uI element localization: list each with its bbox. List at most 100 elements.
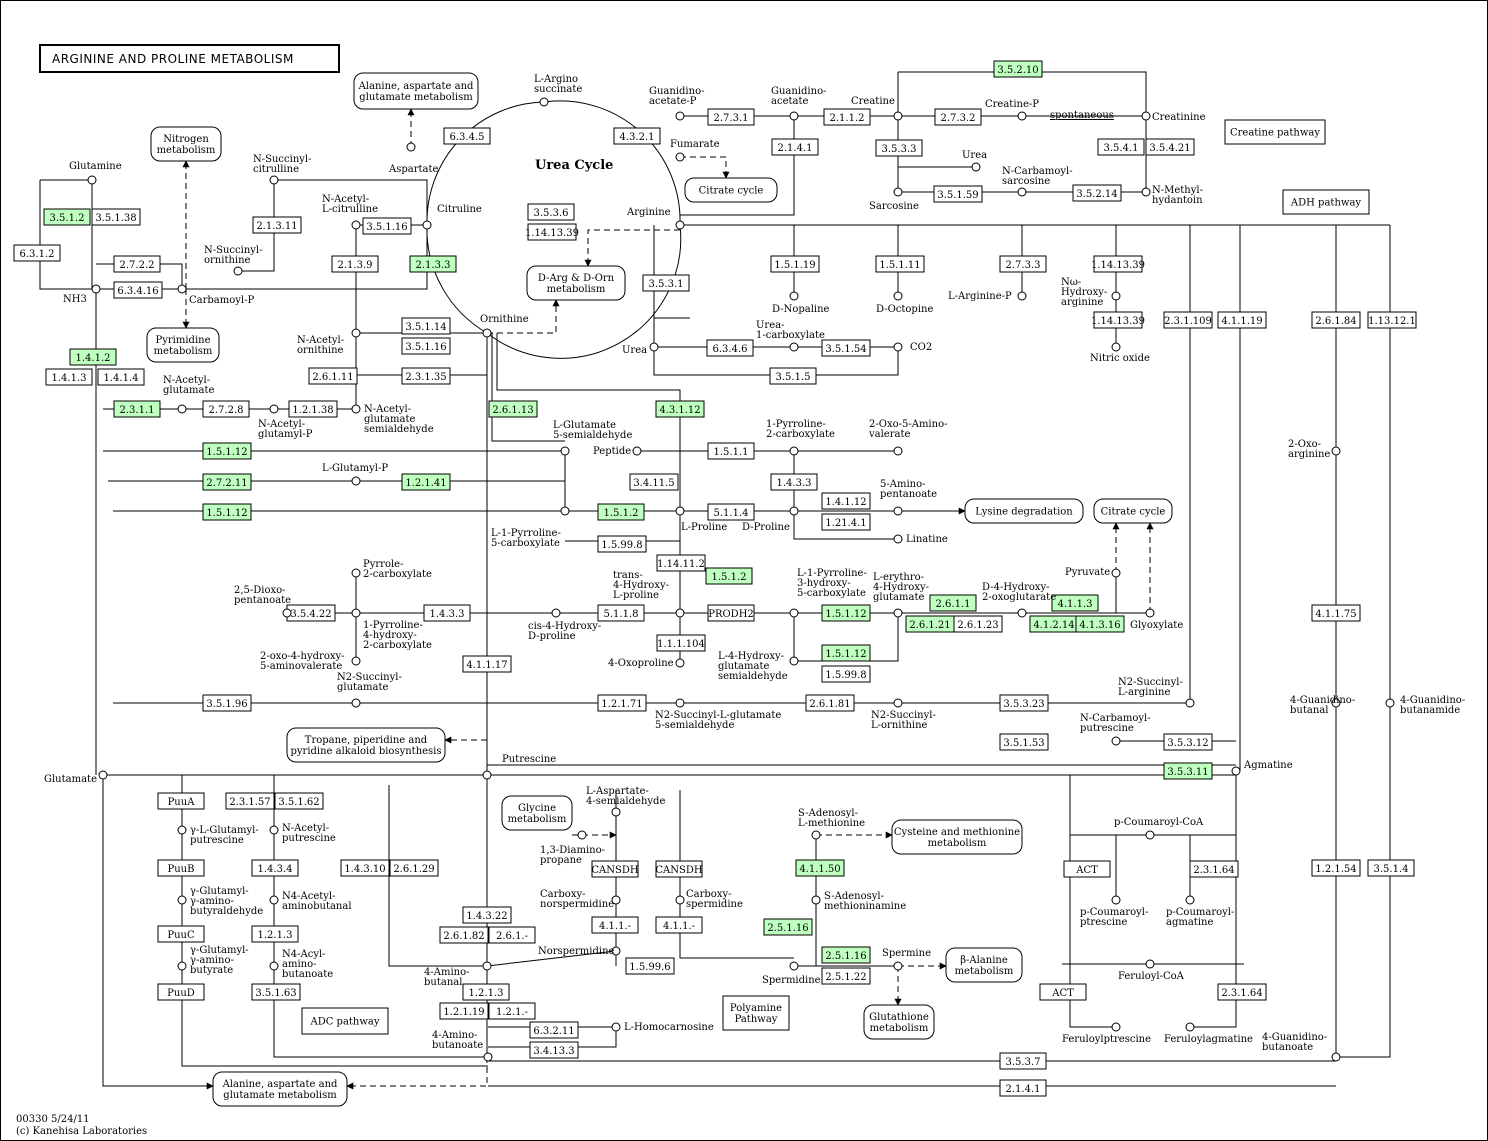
enzyme-box[interactable]: 4.1.2.14	[1029, 615, 1079, 633]
enzyme-box[interactable]: 4.1.3.16	[1075, 615, 1125, 633]
enzyme-box[interactable]: 2.7.3.3	[999, 255, 1047, 273]
compound[interactable]: N-Acetyl-ornithine	[297, 328, 361, 356]
compound-dot[interactable]	[1017, 608, 1027, 618]
enzyme-box[interactable]: 2.1.3.3	[409, 255, 457, 273]
compound[interactable]: Pyrrole-2-carboxylate	[351, 559, 432, 580]
compound-dot[interactable]	[611, 895, 621, 905]
enzyme-box[interactable]: 1.14.11.2	[656, 554, 706, 572]
compound-dot[interactable]	[675, 506, 685, 516]
compound[interactable]: L-Proline	[675, 506, 727, 533]
enzyme-box[interactable]: 2.1.4.1	[999, 1079, 1047, 1097]
compound[interactable]: Nω-Hydroxy-arginine	[1061, 277, 1121, 308]
compound[interactable]: D-4-Hydroxy-2-oxoglutarate	[982, 582, 1056, 618]
enzyme-box[interactable]: 1.5.1.11	[875, 255, 925, 273]
enzyme-box[interactable]: ACT	[1063, 860, 1111, 878]
enzyme-box[interactable]: 1.4.1.3	[45, 368, 93, 386]
enzyme-box[interactable]: 1.5.1.12	[202, 442, 252, 460]
compound[interactable]: Linatine	[893, 534, 948, 545]
enzyme-box[interactable]: 2.7.3.2	[934, 108, 982, 126]
compound-dot[interactable]	[893, 111, 903, 121]
compound-dot[interactable]	[675, 698, 685, 708]
map-link[interactable]: Citrate cycle	[684, 177, 778, 203]
enzyme-box[interactable]: 3.5.1.63	[251, 983, 301, 1001]
enzyme-box[interactable]: CANSDH	[655, 860, 703, 878]
enzyme-box[interactable]: 3.5.4.22	[286, 604, 336, 622]
compound-dot[interactable]	[675, 658, 685, 668]
compound-dot[interactable]	[789, 342, 799, 352]
enzyme-box[interactable]: 3.5.1.53	[999, 733, 1049, 751]
enzyme-box[interactable]: 1.5.1.12	[821, 604, 871, 622]
map-link[interactable]: Citrate cycle	[1093, 498, 1173, 524]
enzyme-box[interactable]: 4.1.1.-	[655, 916, 703, 934]
compound-dot[interactable]	[789, 291, 799, 301]
enzyme-box[interactable]: 4.1.1.75	[1311, 604, 1361, 622]
compound-dot[interactable]	[1385, 698, 1395, 708]
compound[interactable]: 5-Amino-pentanoate	[880, 479, 937, 516]
enzyme-box[interactable]: 2.1.3.11	[252, 216, 302, 234]
enzyme-box[interactable]: 1.5.1.19	[770, 255, 820, 273]
compound-dot[interactable]	[1141, 111, 1151, 121]
enzyme-box[interactable]: 2.6.1.82	[439, 926, 489, 944]
compound[interactable]: N4-Acetyl-aminobutanal	[269, 891, 352, 912]
compound-dot[interactable]	[351, 328, 361, 338]
enzyme-box[interactable]: 2.1.3.9	[331, 255, 379, 273]
compound[interactable]: D-Proline	[742, 506, 799, 533]
enzyme-box[interactable]: PuuD	[157, 983, 205, 1001]
compound-dot[interactable]	[675, 895, 685, 905]
compound[interactable]: Citruline	[422, 204, 482, 230]
compound-dot[interactable]	[351, 698, 361, 708]
compound-dot[interactable]	[551, 608, 561, 618]
compound[interactable]: Urea	[962, 150, 987, 172]
pathway-label[interactable]: ADC pathway	[301, 1007, 389, 1035]
compound[interactable]: S-Adenosyl-methioninamine	[811, 891, 906, 912]
compound-dot[interactable]	[1185, 895, 1195, 905]
compound[interactable]: Carbamoyl-P	[177, 284, 254, 306]
enzyme-box[interactable]: 1.5.1.2	[597, 503, 645, 521]
compound-dot[interactable]	[1331, 1052, 1341, 1062]
compound-dot[interactable]	[789, 446, 799, 456]
compound[interactable]: Ornithine	[480, 314, 529, 338]
compound-dot[interactable]	[789, 111, 799, 121]
compound-dot[interactable]	[611, 946, 621, 956]
compound[interactable]: N-Acetyl-glutamate	[163, 375, 214, 414]
enzyme-box[interactable]: 2.3.1.109	[1163, 311, 1213, 329]
enzyme-box[interactable]: 3.5.1.2	[43, 208, 91, 226]
compound[interactable]: Putrescine	[482, 754, 556, 780]
compound[interactable]: N-Acetyl-L-citrulline	[322, 194, 378, 230]
compound[interactable]: Carboxy-spermidine	[675, 889, 743, 910]
compound[interactable]: L-1-Pyrroline-3-hydroxy-5-carboxylate	[789, 568, 867, 618]
compound-dot[interactable]	[1111, 1022, 1121, 1032]
enzyme-box[interactable]: 3.5.4.21	[1145, 138, 1195, 156]
enzyme-box[interactable]: 4.3.2.1	[613, 127, 661, 145]
compound-dot[interactable]	[482, 961, 492, 971]
enzyme-box[interactable]: PuuB	[157, 859, 205, 877]
compound[interactable]: 1-Pyrroline-4-hydroxy-2-carboxylate	[351, 608, 432, 651]
compound-dot[interactable]	[1111, 895, 1121, 905]
compound-dot[interactable]	[560, 506, 570, 516]
compound[interactable]: N-Acetyl-putrescine	[269, 823, 336, 844]
compound[interactable]: Glyoxylate	[1130, 608, 1183, 631]
compound[interactable]: Urea	[622, 342, 659, 356]
compound[interactable]: 4-Amino-butanoate	[432, 1030, 493, 1062]
compound-dot[interactable]	[269, 825, 279, 835]
enzyme-box[interactable]: 1.2.1.19	[439, 1002, 489, 1020]
compound-dot[interactable]	[893, 446, 903, 456]
enzyme-box[interactable]: 3.5.1.16	[362, 217, 412, 235]
enzyme-box[interactable]: 2.6.1.11	[308, 367, 358, 385]
enzyme-box[interactable]: 2.6.1.84	[1311, 311, 1361, 329]
enzyme-box[interactable]: 6.3.2.11	[529, 1021, 579, 1039]
enzyme-box[interactable]: 1.14.13.39	[1091, 255, 1145, 273]
enzyme-box[interactable]: 6.3.4.5	[443, 127, 491, 145]
compound-dot[interactable]	[971, 162, 981, 172]
compound[interactable]: p-Coumaroyl-agmatine	[1166, 895, 1234, 928]
enzyme-box[interactable]: 6.3.4.16	[113, 281, 163, 299]
enzyme-box[interactable]: 2.7.3.1	[707, 108, 755, 126]
compound-dot[interactable]	[269, 895, 279, 905]
compound-dot[interactable]	[177, 825, 187, 835]
compound[interactable]: 4-Guanidino-butanoate	[1262, 1032, 1341, 1062]
compound-dot[interactable]	[893, 534, 903, 544]
enzyme-box[interactable]: 3.4.11.5	[629, 473, 679, 491]
